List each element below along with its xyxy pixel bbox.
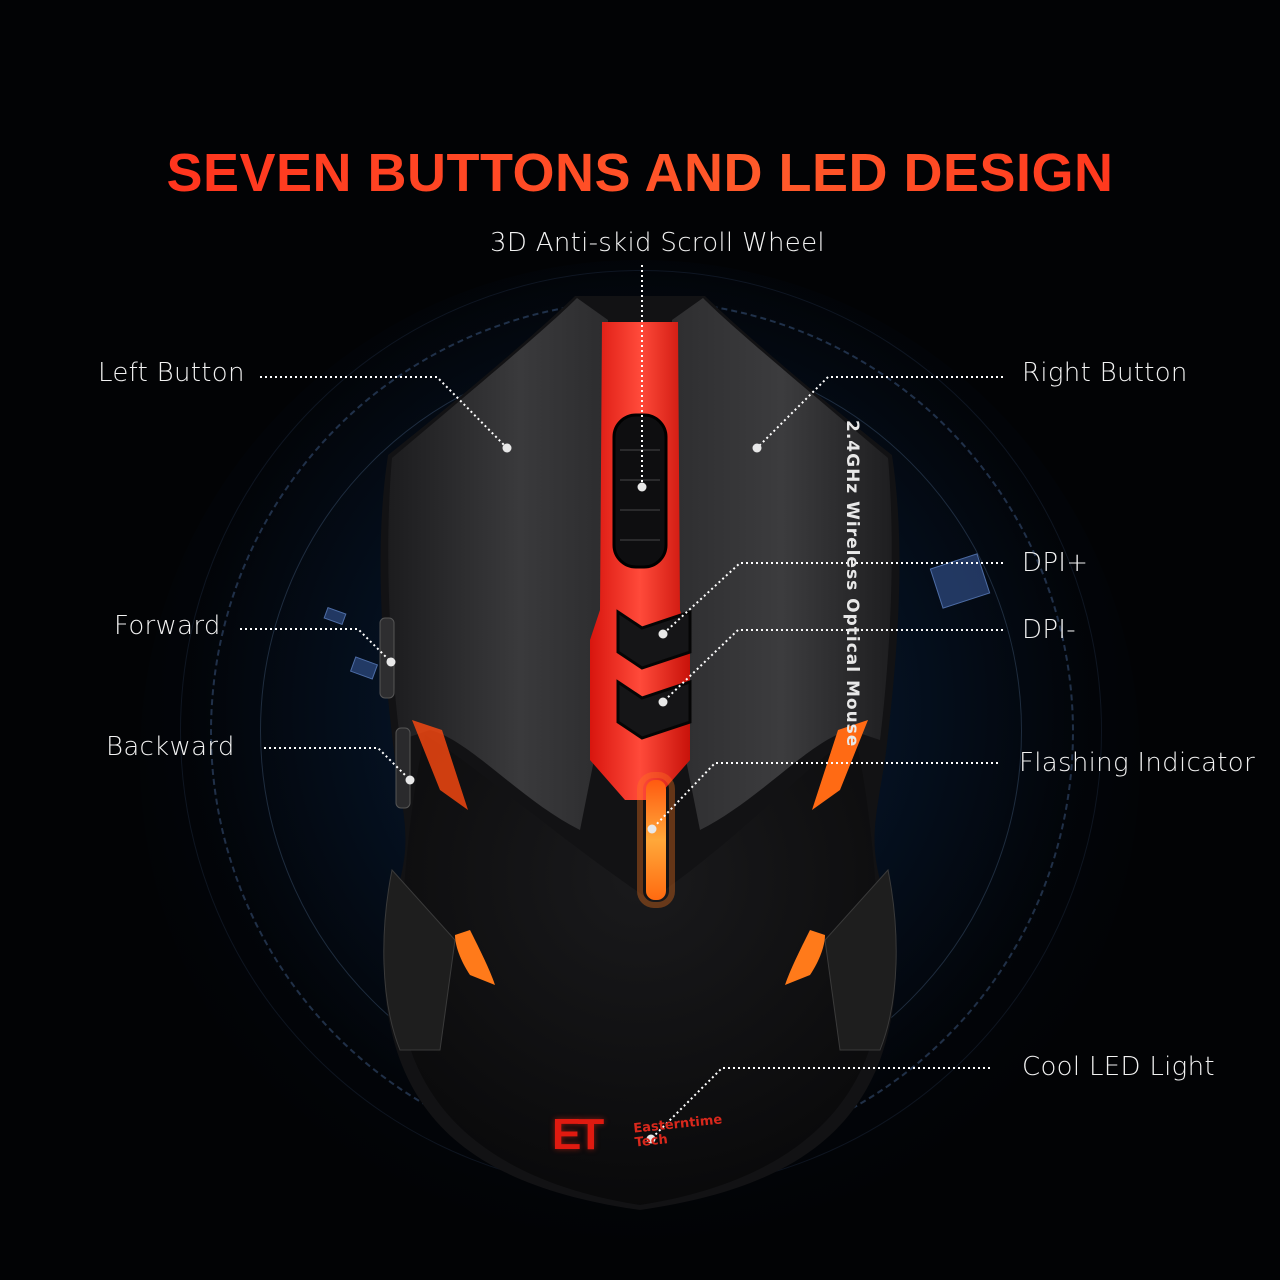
label-right-button: Right Button bbox=[1022, 358, 1188, 388]
scroll-wheel-marker bbox=[637, 482, 647, 492]
label-left-button: Left Button bbox=[98, 358, 245, 388]
label-forward: Forward bbox=[114, 611, 221, 641]
mouse-side-text: 2.4GHz Wireless Optical Mouse bbox=[842, 420, 862, 748]
label-scroll-wheel: 3D Anti-skid Scroll Wheel bbox=[490, 228, 825, 258]
label-flashing-indicator: Flashing Indicator bbox=[1019, 748, 1255, 778]
brand-logo: ET bbox=[552, 1110, 604, 1159]
label-backward: Backward bbox=[106, 732, 235, 762]
label-dpi-plus: DPI+ bbox=[1022, 548, 1089, 578]
label-dpi-minus: DPI- bbox=[1022, 615, 1076, 645]
label-cool-led-light: Cool LED Light bbox=[1022, 1052, 1215, 1082]
page-title: SEVEN BUTTONS AND LED DESIGN bbox=[0, 142, 1280, 204]
